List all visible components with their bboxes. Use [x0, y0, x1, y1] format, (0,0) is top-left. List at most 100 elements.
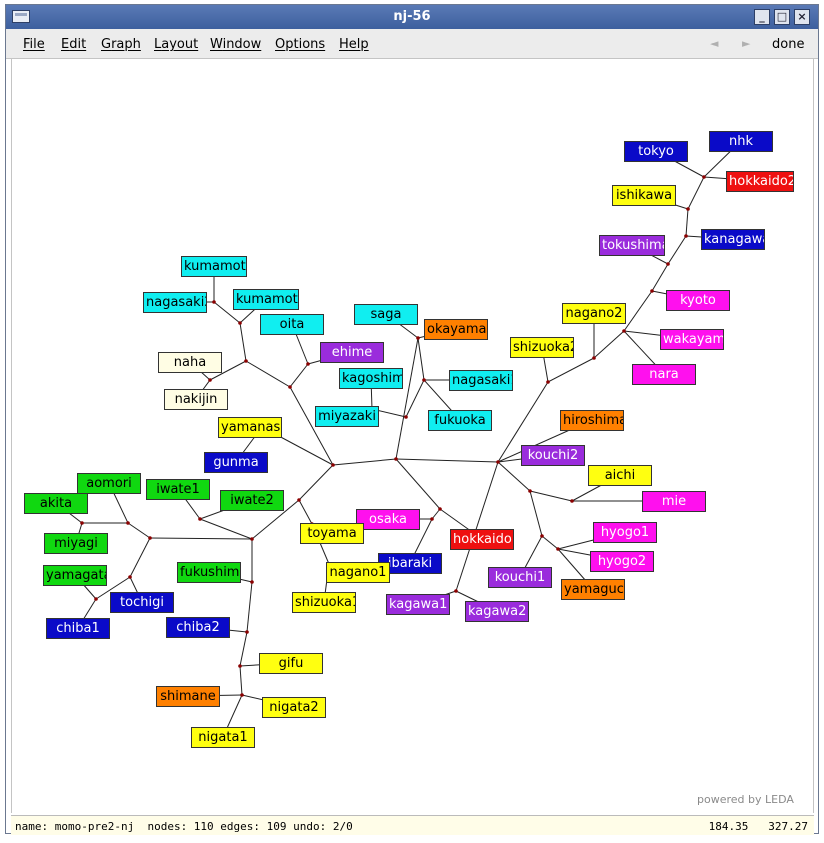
- joint-node-j42[interactable]: [430, 517, 434, 521]
- edge-j13-j12[interactable]: [541, 535, 559, 550]
- node-osaka[interactable]: osaka: [356, 509, 420, 530]
- node-akita[interactable]: akita: [24, 493, 88, 514]
- menu-layout[interactable]: Layout: [154, 37, 199, 52]
- node-shimane[interactable]: shimane: [156, 686, 220, 707]
- edge-j2-j1[interactable]: [687, 176, 705, 210]
- node-kanagawa[interactable]: kanagawa: [701, 229, 765, 250]
- node-gunma[interactable]: gunma: [204, 452, 268, 473]
- joint-node-j27[interactable]: [208, 378, 212, 382]
- joint-node-j12[interactable]: [540, 534, 544, 538]
- edge-j18-j19[interactable]: [417, 337, 425, 381]
- joint-node-j7[interactable]: [592, 356, 596, 360]
- edge-j14-j9[interactable]: [455, 461, 499, 592]
- node-kagoshima[interactable]: kagoshima: [339, 368, 403, 389]
- node-yamanashi[interactable]: yamanashi: [218, 417, 282, 438]
- edge-j7-j6[interactable]: [593, 330, 625, 359]
- joint-node-j2[interactable]: [686, 207, 690, 211]
- node-hyogo2[interactable]: hyogo2: [590, 551, 654, 572]
- prev-arrow-icon[interactable]: ◄: [710, 37, 719, 50]
- node-hokkaido2[interactable]: hokkaido2: [726, 171, 794, 192]
- node-hokkaido1[interactable]: hokkaido1: [450, 529, 514, 550]
- joint-node-j18[interactable]: [416, 336, 420, 340]
- node-fukuoka[interactable]: fukuoka: [428, 410, 492, 431]
- edge-j15-j16[interactable]: [395, 458, 441, 510]
- joint-node-j15[interactable]: [438, 507, 442, 511]
- node-kumamoto1[interactable]: kumamoto1: [181, 256, 247, 277]
- joint-node-j26[interactable]: [212, 300, 216, 304]
- menu-edit[interactable]: Edit: [61, 37, 87, 52]
- node-hiroshima[interactable]: hiroshima: [560, 410, 624, 431]
- node-aomori[interactable]: aomori: [77, 473, 141, 494]
- menu-window[interactable]: Window: [210, 37, 262, 52]
- joint-node-j40[interactable]: [240, 693, 244, 697]
- node-oita[interactable]: oita: [260, 314, 324, 335]
- edge-j37-j38[interactable]: [246, 581, 253, 633]
- edge-j30-j32[interactable]: [149, 537, 253, 540]
- joint-node-j39[interactable]: [238, 664, 242, 668]
- node-toyama[interactable]: toyama: [300, 523, 364, 544]
- edge-j32-j33[interactable]: [127, 522, 151, 539]
- title-bar[interactable]: nj-56 _ □ ×: [6, 5, 818, 29]
- edge-j11-j10[interactable]: [529, 490, 573, 502]
- joint-node-j25[interactable]: [238, 321, 242, 325]
- node-yamaguch[interactable]: yamaguch: [561, 579, 625, 600]
- edge-j12-j10[interactable]: [529, 490, 543, 537]
- joint-node-j16[interactable]: [394, 457, 398, 461]
- joint-node-j20[interactable]: [404, 415, 408, 419]
- joint-node-j6[interactable]: [622, 329, 626, 333]
- node-nakijin[interactable]: nakijin: [164, 389, 228, 410]
- node-aichi[interactable]: aichi: [588, 465, 652, 486]
- menu-file[interactable]: File: [23, 37, 45, 52]
- node-kagawa1[interactable]: kagawa1: [386, 594, 450, 615]
- edge-j30-j31[interactable]: [199, 518, 253, 540]
- node-chiba1[interactable]: chiba1: [46, 618, 110, 639]
- node-mie[interactable]: mie: [642, 491, 706, 512]
- node-kouchi2[interactable]: kouchi2: [521, 445, 585, 466]
- joint-node-j1[interactable]: [702, 175, 706, 179]
- next-arrow-icon[interactable]: ►: [742, 37, 751, 50]
- edge-j8-j7[interactable]: [547, 357, 595, 383]
- done-button[interactable]: done: [772, 37, 805, 52]
- edge-j19-j20[interactable]: [405, 379, 425, 418]
- edge-j16-j17[interactable]: [332, 458, 397, 466]
- joint-node-j9[interactable]: [496, 460, 500, 464]
- joint-node-j36[interactable]: [94, 597, 98, 601]
- joint-node-j19[interactable]: [422, 378, 426, 382]
- edge-j17-j22[interactable]: [289, 386, 334, 466]
- node-tochigi[interactable]: tochigi: [110, 592, 174, 613]
- joint-node-j31[interactable]: [198, 517, 202, 521]
- joint-node-j28[interactable]: [297, 498, 301, 502]
- node-nagasaki2[interactable]: nagasaki2: [143, 292, 207, 313]
- joint-node-j33[interactable]: [126, 521, 130, 525]
- edge-j9-j8[interactable]: [497, 381, 549, 463]
- joint-node-j8[interactable]: [546, 380, 550, 384]
- node-fukushima[interactable]: fukushima: [177, 562, 241, 583]
- joint-node-j11[interactable]: [570, 499, 574, 503]
- edge-j16-j18[interactable]: [395, 337, 419, 460]
- joint-node-j22[interactable]: [288, 385, 292, 389]
- edge-j38-j39[interactable]: [239, 631, 248, 667]
- edge-j35-j36[interactable]: [95, 576, 131, 600]
- minimize-icon[interactable]: _: [754, 9, 770, 25]
- node-ehime[interactable]: ehime: [320, 342, 384, 363]
- node-chiba2[interactable]: chiba2: [166, 617, 230, 638]
- joint-node-j32[interactable]: [148, 536, 152, 540]
- node-okayama[interactable]: okayama: [424, 319, 488, 340]
- window-menu-icon[interactable]: [12, 10, 30, 23]
- node-kagawa2[interactable]: kagawa2: [465, 601, 529, 622]
- joint-node-j35[interactable]: [128, 575, 132, 579]
- edge-j28-j44[interactable]: [298, 499, 313, 525]
- maximize-icon[interactable]: □: [774, 9, 790, 25]
- joint-node-j30[interactable]: [250, 537, 254, 541]
- joint-node-j3[interactable]: [684, 234, 688, 238]
- edge-j3-j2[interactable]: [685, 208, 689, 237]
- edge-j25-j26[interactable]: [213, 301, 241, 324]
- node-yamagata[interactable]: yamagata: [43, 565, 107, 586]
- menu-help[interactable]: Help: [339, 37, 369, 52]
- edge-j28-j30[interactable]: [251, 499, 300, 540]
- edge-j32-j35[interactable]: [129, 537, 151, 578]
- node-nara[interactable]: nara: [632, 364, 696, 385]
- node-kouchi1[interactable]: kouchi1: [488, 567, 552, 588]
- node-kumamoto2[interactable]: kumamoto2: [233, 289, 299, 310]
- joint-node-j38[interactable]: [245, 630, 249, 634]
